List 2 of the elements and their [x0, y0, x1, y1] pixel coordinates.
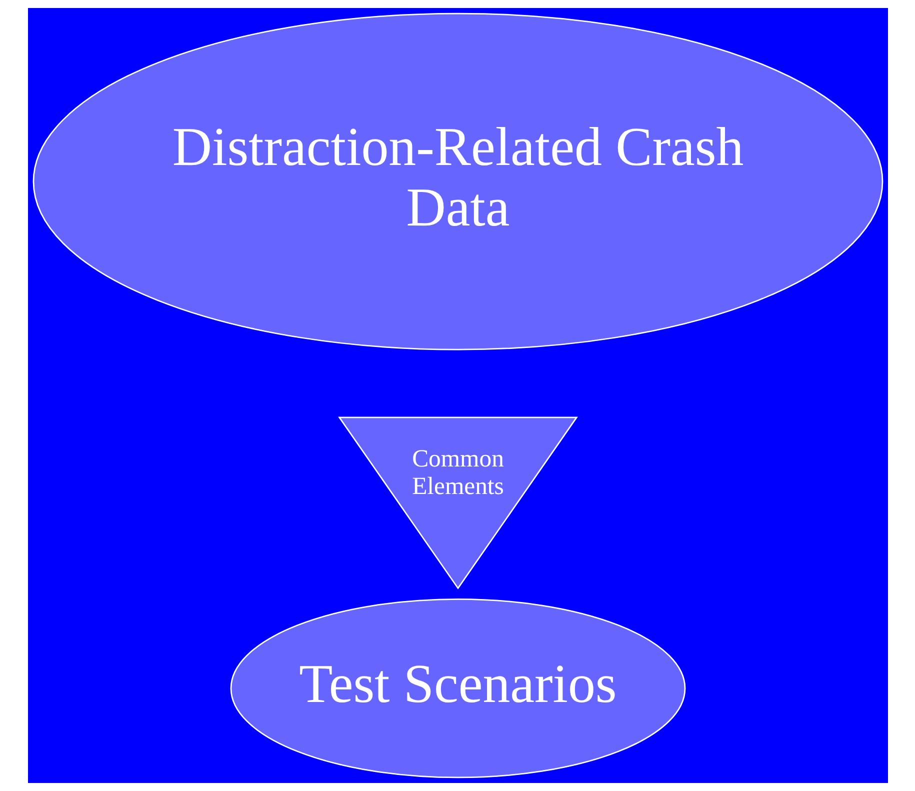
node-ellipse: Test Scenarios: [230, 598, 686, 778]
node-ellipse: Distraction-Related Crash Data: [32, 12, 883, 350]
